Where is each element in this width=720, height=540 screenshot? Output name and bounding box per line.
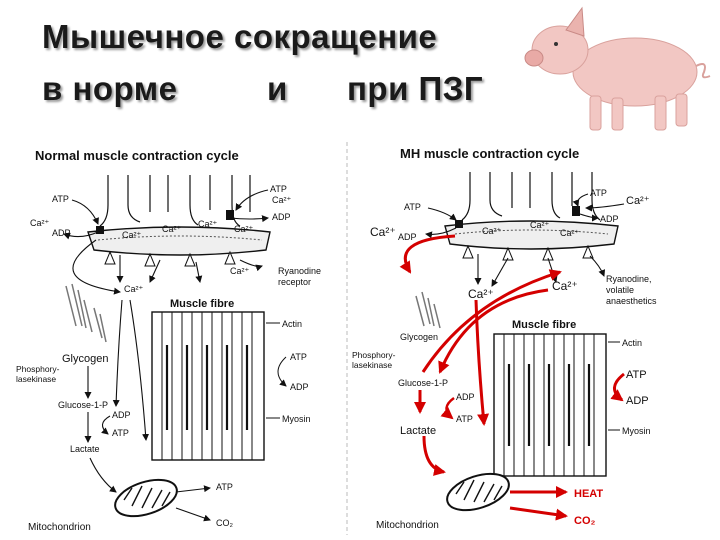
normal-ca-sr-2: Ca²⁺ [162,224,182,234]
normal-ca-sr-4: Ca²⁺ [234,224,254,234]
normal-atp-mito: ATP [216,482,233,492]
mh-atp-left: ATP [404,202,421,212]
normal-atp-top-left: ATP [52,194,69,204]
mh-adp-fibre: ADP [626,395,649,407]
mh-ca-sr-2: Ca²⁺ [530,220,550,230]
normal-ca-sr-3: Ca²⁺ [198,219,218,229]
mh-ryanodine-2: volatile [606,285,634,295]
normal-glycogen: Glycogen [62,353,108,365]
normal-adp-right: ADP [272,212,291,222]
normal-ca-below: Ca²⁺ [230,266,250,276]
mh-ca-mid-left: Ca²⁺ [468,287,494,301]
mh-ca-sr-1: Ca²⁺ [482,226,502,236]
normal-myosin: Myosin [282,414,311,424]
normal-atp-top-right: ATP [270,184,287,194]
mh-heat: HEAT [574,488,603,500]
mh-ryanodine-1: Ryanodine, [606,274,652,284]
mh-ca-top-right: Ca²⁺ [626,195,650,207]
normal-muscle-fibre: Muscle fibre [170,298,234,310]
mh-adp-glc: ADP [456,392,475,402]
normal-adp-fibre: ADP [290,382,309,392]
normal-ca-mid: Ca²⁺ [124,284,144,294]
mh-lactate: Lactate [400,425,436,437]
mh-glycogen: Glycogen [400,332,438,342]
mh-atp-glc: ATP [456,414,473,424]
mh-atp-top: ATP [590,188,607,198]
mh-ryanodine-3: anaesthetics [606,296,657,306]
mh-phosphorylase-2: lasekinase [352,360,392,370]
normal-ryanodine-2: receptor [278,277,311,287]
mh-atp-fibre: ATP [626,369,647,381]
mh-glucose: Glucose-1-P [398,378,448,388]
normal-ca-left: Ca²⁺ [30,218,50,228]
normal-mitochondrion: Mitochondrion [28,522,91,533]
normal-ryanodine-1: Ryanodine [278,266,321,276]
normal-glucose: Glucose-1-P [58,400,108,410]
mh-phosphorylase-1: Phosphory- [352,350,396,360]
mh-mitochondrion: Mitochondrion [376,520,439,531]
mh-ca-left: Ca²⁺ [370,225,396,239]
normal-phosphorylase-1: Phosphory- [16,364,60,374]
normal-ca-sr-1: Ca²⁺ [122,230,142,240]
normal-lactate: Lactate [70,444,100,454]
normal-atp-fibre: ATP [290,352,307,362]
normal-co2: CO₂ [216,518,234,528]
normal-heading: Normal muscle contraction cycle [35,148,239,163]
mh-adp-right: ADP [600,214,619,224]
mh-heading: MH muscle contraction cycle [400,146,579,161]
mh-muscle-fibre: Muscle fibre [512,319,576,331]
mh-myosin: Myosin [622,426,651,436]
normal-adp-left: ADP [52,228,71,238]
normal-mitochondrion-shape [111,473,182,523]
normal-phosphorylase-2: lasekinase [16,374,56,384]
normal-atp-glc: ATP [112,428,129,438]
normal-adp-glc: ADP [112,410,131,420]
mh-adp-left: ADP [398,232,417,242]
normal-ca-top-right: Ca²⁺ [272,195,292,205]
mh-co2: CO₂ [574,515,596,527]
normal-actin: Actin [282,319,302,329]
mh-actin: Actin [622,338,642,348]
mh-mitochondrion-shape [443,467,514,517]
pig-illustration [525,8,710,130]
mh-ca-sr-3: Ca²⁺ [560,228,580,238]
